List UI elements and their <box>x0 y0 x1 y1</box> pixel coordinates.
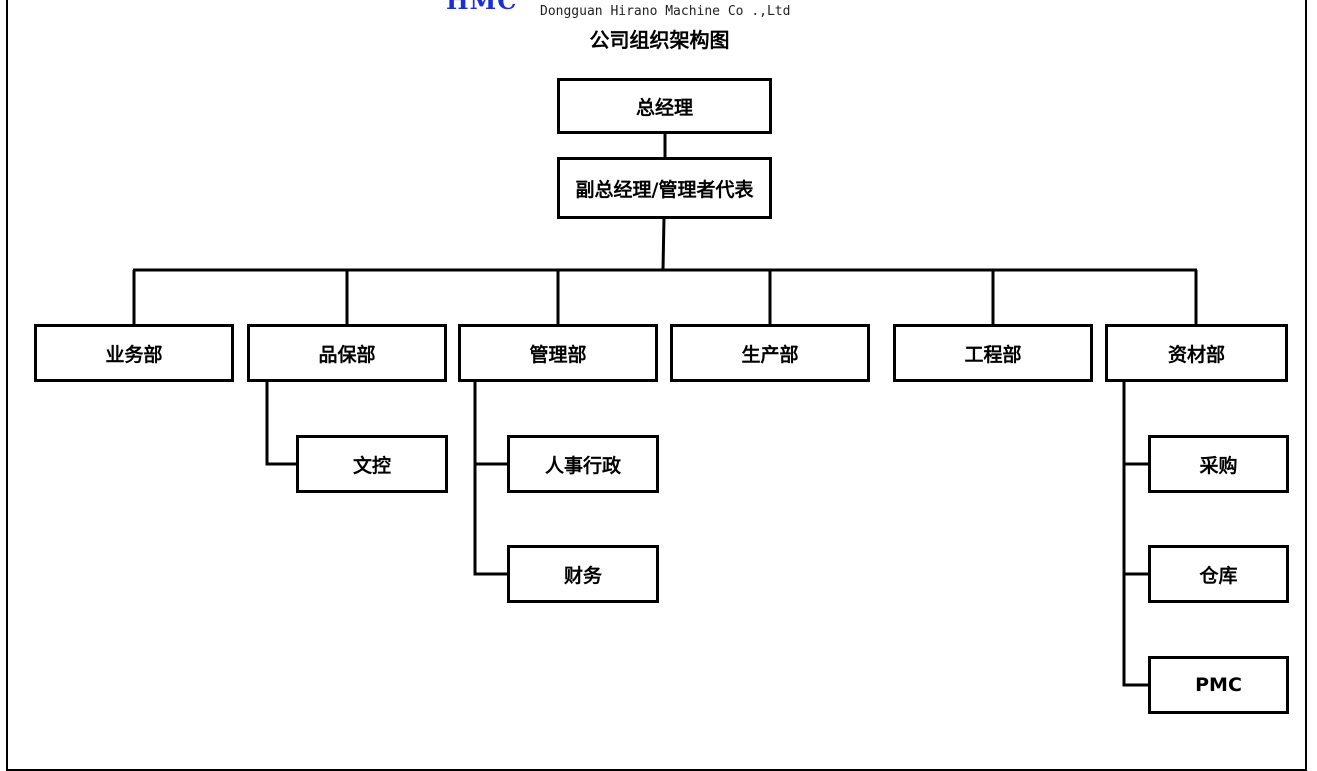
box-dept-sales: 业务部 <box>34 324 234 382</box>
box-warehouse: 仓库 <box>1148 545 1289 603</box>
box-finance: 财务 <box>507 545 659 603</box>
box-dept-admin: 管理部 <box>458 324 658 382</box>
company-name: Dongguan Hirano Machine Co .,Ltd <box>540 4 791 19</box>
connector-deputy-bus <box>661 216 666 271</box>
box-document-control: 文控 <box>296 435 448 493</box>
connector-admin-branch <box>473 380 509 576</box>
box-purchasing: 采购 <box>1148 435 1289 493</box>
box-dept-production: 生产部 <box>670 324 870 382</box>
box-dept-materials: 资材部 <box>1105 324 1288 382</box>
box-dept-quality: 品保部 <box>247 324 447 382</box>
box-dept-engineering: 工程部 <box>893 324 1093 382</box>
box-deputy-general-manager: 副总经理/管理者代表 <box>557 157 772 219</box>
connector-quality-doccontrol <box>265 380 298 466</box>
box-pmc: PMC <box>1148 656 1289 714</box>
chart-title: 公司组织架构图 <box>589 28 730 52</box>
box-general-manager: 总经理 <box>557 78 772 134</box>
company-logo: HMC <box>446 0 518 15</box>
connector-materials-branch <box>1122 380 1150 687</box>
box-hr-admin: 人事行政 <box>507 435 659 493</box>
